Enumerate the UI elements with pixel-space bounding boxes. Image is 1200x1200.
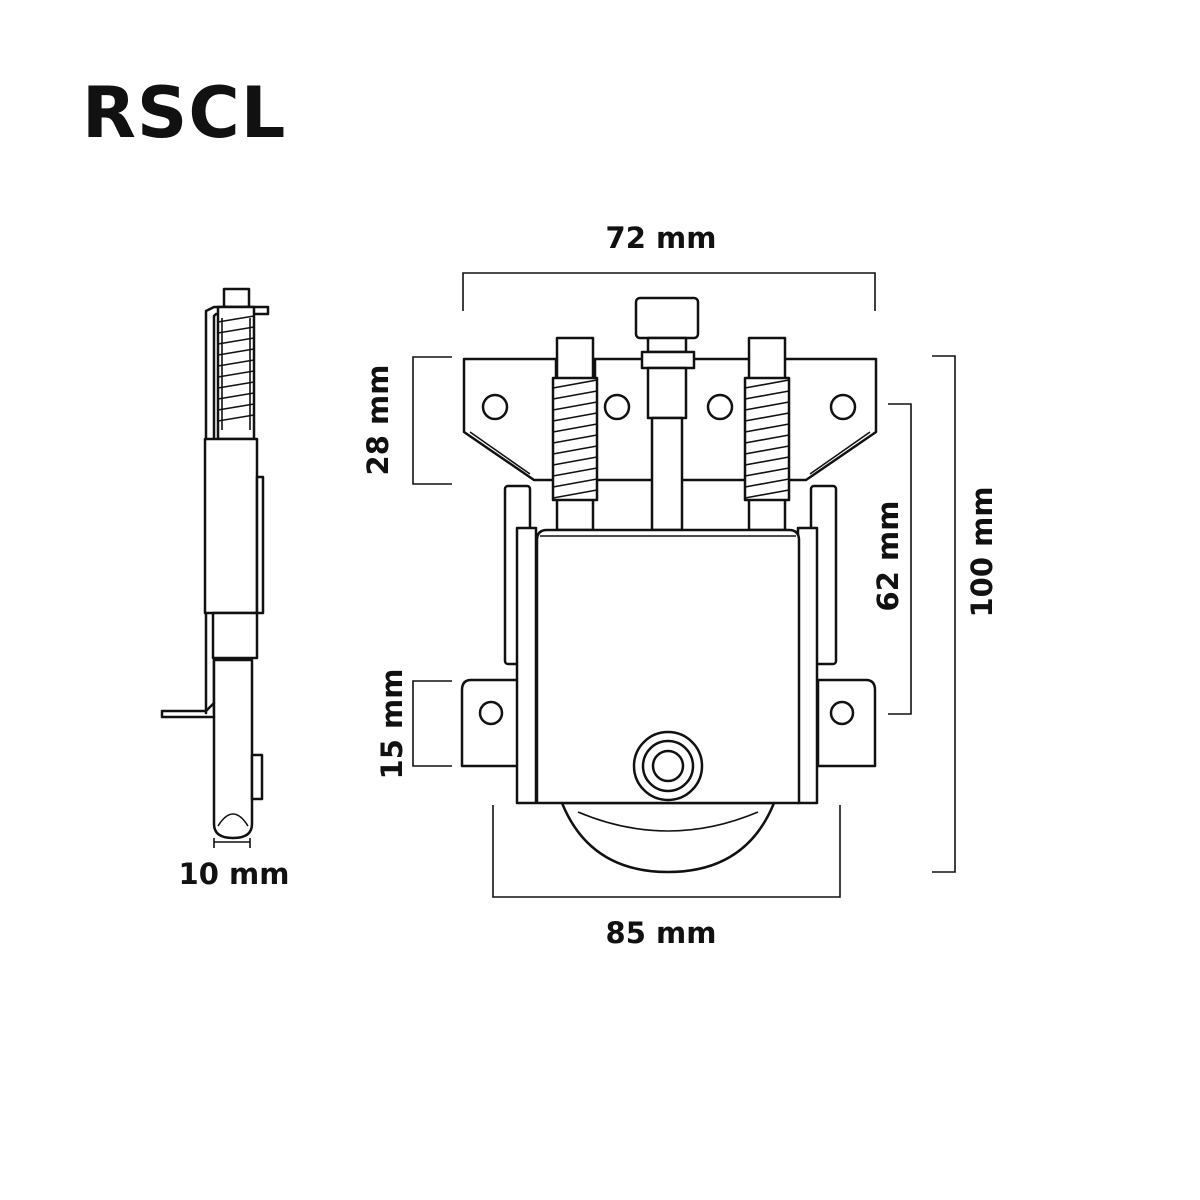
left-spring xyxy=(551,376,599,502)
mount-height-dimension-line xyxy=(888,403,912,715)
right-frame-plate xyxy=(796,526,819,805)
side-spring-rod xyxy=(216,305,256,441)
plate-hole-2 xyxy=(603,393,631,421)
main-housing xyxy=(535,528,801,805)
total-height-dimension-line xyxy=(932,355,956,873)
total-height-label: 100 mm xyxy=(965,486,999,617)
side-width-label: 10 mm xyxy=(179,857,290,891)
roller-wheel xyxy=(560,801,776,874)
left-frame-plate xyxy=(515,526,538,805)
plate-bevels xyxy=(469,431,871,475)
top-width-dimension-line xyxy=(462,272,876,311)
side-body xyxy=(203,437,259,615)
side-wheel xyxy=(212,658,254,840)
side-axle xyxy=(250,753,264,801)
axle-center xyxy=(651,749,685,783)
roller-wheel-groove xyxy=(577,811,759,832)
top-width-label: 72 mm xyxy=(606,221,717,255)
product-title: RSCL xyxy=(82,72,287,154)
plate-hole-4 xyxy=(829,393,857,421)
right-spring xyxy=(743,376,791,502)
side-spring xyxy=(217,315,255,430)
side-foot xyxy=(160,701,216,719)
bracket-height-label: 15 mm xyxy=(375,669,409,780)
mount-height-label: 62 mm xyxy=(871,501,905,612)
side-top-cap xyxy=(222,287,251,309)
adjust-screw-sleeve xyxy=(646,366,688,420)
plate-height-dimension-line xyxy=(412,356,452,485)
right-ear-hole xyxy=(829,700,855,726)
plate-hole-3 xyxy=(706,393,734,421)
adjust-screw-shaft xyxy=(650,416,684,532)
adjust-screw-nut xyxy=(640,350,696,370)
left-ear-hole xyxy=(478,700,504,726)
bracket-height-dimension-line xyxy=(412,680,452,767)
plate-hole-1 xyxy=(481,393,509,421)
side-wheel-groove xyxy=(217,813,249,827)
bottom-width-dimension-line xyxy=(492,805,841,898)
front-view xyxy=(460,296,878,874)
plate-height-label: 28 mm xyxy=(361,365,395,476)
adjust-screw-head xyxy=(634,296,700,340)
bottom-width-label: 85 mm xyxy=(606,916,717,950)
side-body-edge xyxy=(255,475,265,615)
side-view xyxy=(160,287,270,848)
side-flange xyxy=(204,305,270,715)
side-leg xyxy=(211,611,259,660)
adjust-screw-neck xyxy=(646,336,688,354)
side-width-dimension-line xyxy=(213,838,251,848)
